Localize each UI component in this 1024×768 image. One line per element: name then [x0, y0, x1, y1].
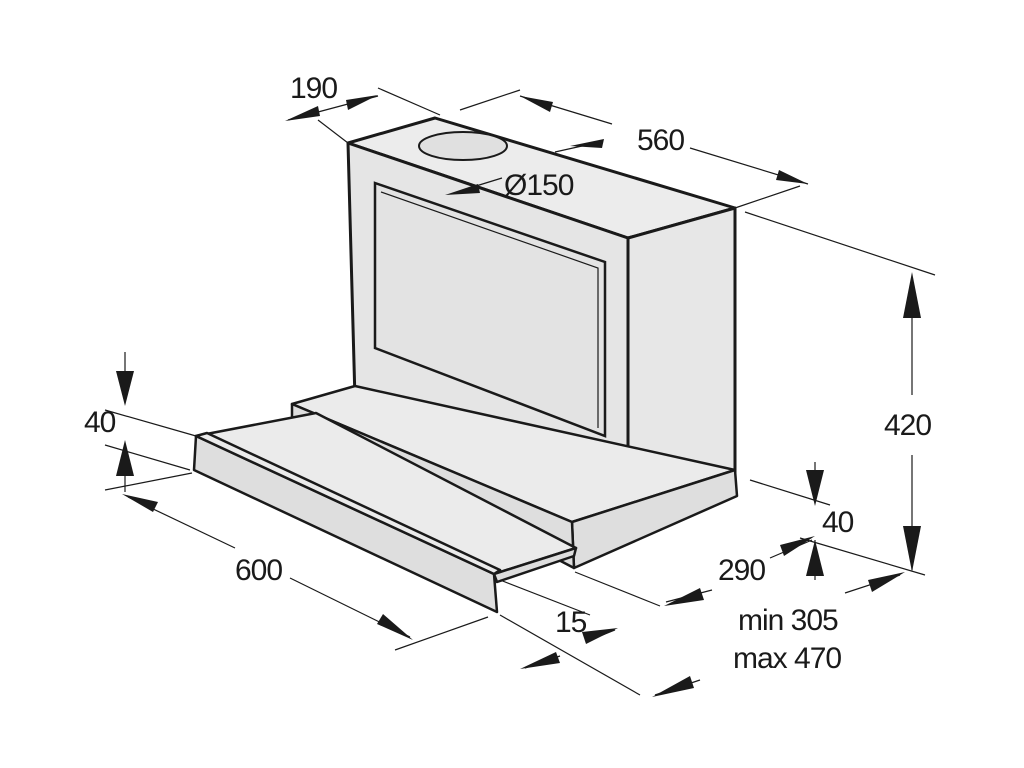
arrow-15-left	[520, 652, 560, 669]
label-height-base: 40	[822, 506, 854, 539]
arrow-40l-top	[116, 371, 134, 406]
dimension-lines	[116, 95, 921, 697]
hood-front-panel	[373, 181, 607, 438]
arrow-minmax-right	[868, 572, 905, 592]
arrow-40r-top	[806, 470, 824, 506]
label-depth-top: 190	[290, 72, 337, 105]
arrow-40r-bottom	[806, 540, 824, 576]
label-tray-width: 600	[235, 554, 282, 587]
pull-out-tray	[192, 411, 578, 614]
label-width-top: 560	[637, 124, 684, 157]
arrow-420-top	[903, 272, 921, 318]
label-extension-min: min 305	[738, 604, 838, 637]
tray-rail	[492, 546, 578, 584]
label-depth-base: 290	[718, 554, 765, 587]
arrow-290-left	[664, 588, 704, 606]
outlet-opening	[418, 131, 508, 161]
arrow-150-left	[445, 184, 480, 195]
arrow-150-right	[570, 139, 604, 148]
hood-front-panel-inner	[380, 191, 599, 428]
arrow-600-right	[377, 614, 413, 640]
arrow-560-left	[520, 96, 553, 112]
label-height-total: 420	[884, 409, 931, 442]
arrow-420-bottom	[903, 526, 921, 572]
label-extension-max: max 470	[733, 642, 841, 675]
label-outlet-diameter: Ø150	[504, 169, 574, 202]
arrow-190-right	[346, 95, 378, 110]
label-tray-lip: 15	[555, 606, 587, 639]
arrow-560-right	[776, 170, 808, 184]
extension-lines	[104, 87, 936, 696]
tray-front-lip-end	[194, 431, 502, 576]
arrow-290-right	[780, 536, 815, 556]
dimension-labels: 190 560 Ø150 420 40 290 40 600 15 min 30…	[84, 72, 932, 675]
arrow-600-left	[122, 494, 158, 512]
arrow-40l-bottom	[116, 440, 134, 476]
arrow-15-right	[582, 628, 618, 644]
label-tray-height: 40	[84, 406, 116, 439]
arrow-minmax-left	[652, 676, 694, 697]
arrow-190-left	[285, 106, 320, 121]
